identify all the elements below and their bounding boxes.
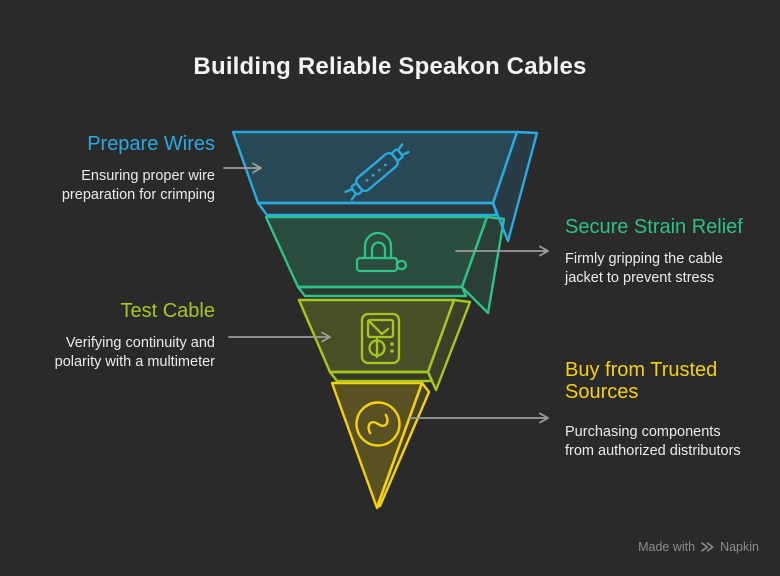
napkin-logo-icon [701, 542, 714, 552]
arrow-step1 [223, 162, 262, 174]
step-description: Ensuring proper wire preparation for cri… [61, 168, 215, 203]
strain-relief-clamp-icon [355, 231, 408, 273]
funnel-segment-1 [231, 130, 539, 243]
step-description: Firmly gripping the cable jacket to prev… [565, 251, 723, 286]
step-label: Test Cable [120, 300, 216, 322]
step-block-prepare-wires: Prepare Wires Ensuring proper wire prepa… [25, 133, 215, 204]
step-label: Buy from Trusted Sources [565, 359, 718, 403]
arrow-step3 [228, 331, 331, 343]
cable-connector-icon [344, 143, 410, 201]
step-block-buy-from-trusted-sources: Buy from Trusted Sources Purchasing comp… [565, 359, 743, 460]
funnel-segment-2-lip [296, 285, 468, 298]
funnel-segment-2 [264, 215, 506, 315]
funnel-segment-1-lip [256, 201, 499, 217]
funnel-segment-4 [330, 381, 431, 510]
page-title: Building Reliable Speakon Cables [193, 53, 587, 80]
sync-circle-icon [355, 401, 401, 447]
step-description: Purchasing components from authorized di… [565, 424, 741, 459]
step-block-secure-strain-relief: Secure Strain Relief Firmly gripping the… [565, 216, 747, 287]
arrow-step2 [455, 245, 549, 257]
step-label: Prepare Wires [87, 133, 215, 155]
funnel-segment-1-front [231, 130, 519, 205]
made-with-label: Made with [638, 540, 696, 554]
funnel-segment-3 [297, 298, 472, 392]
step-label: Secure Strain Relief [565, 216, 743, 238]
brand-label: Napkin [720, 540, 759, 554]
funnel-segment-2-front [264, 215, 489, 289]
step-description: Verifying continuity and polarity with a… [54, 335, 215, 370]
made-with-napkin-badge[interactable]: Made with Napkin [638, 540, 759, 554]
funnel-segment-3-lip [328, 370, 434, 383]
multimeter-icon [360, 312, 401, 365]
step-block-test-cable: Test Cable Verifying continuity and pola… [20, 300, 215, 371]
arrow-step4 [409, 412, 549, 424]
